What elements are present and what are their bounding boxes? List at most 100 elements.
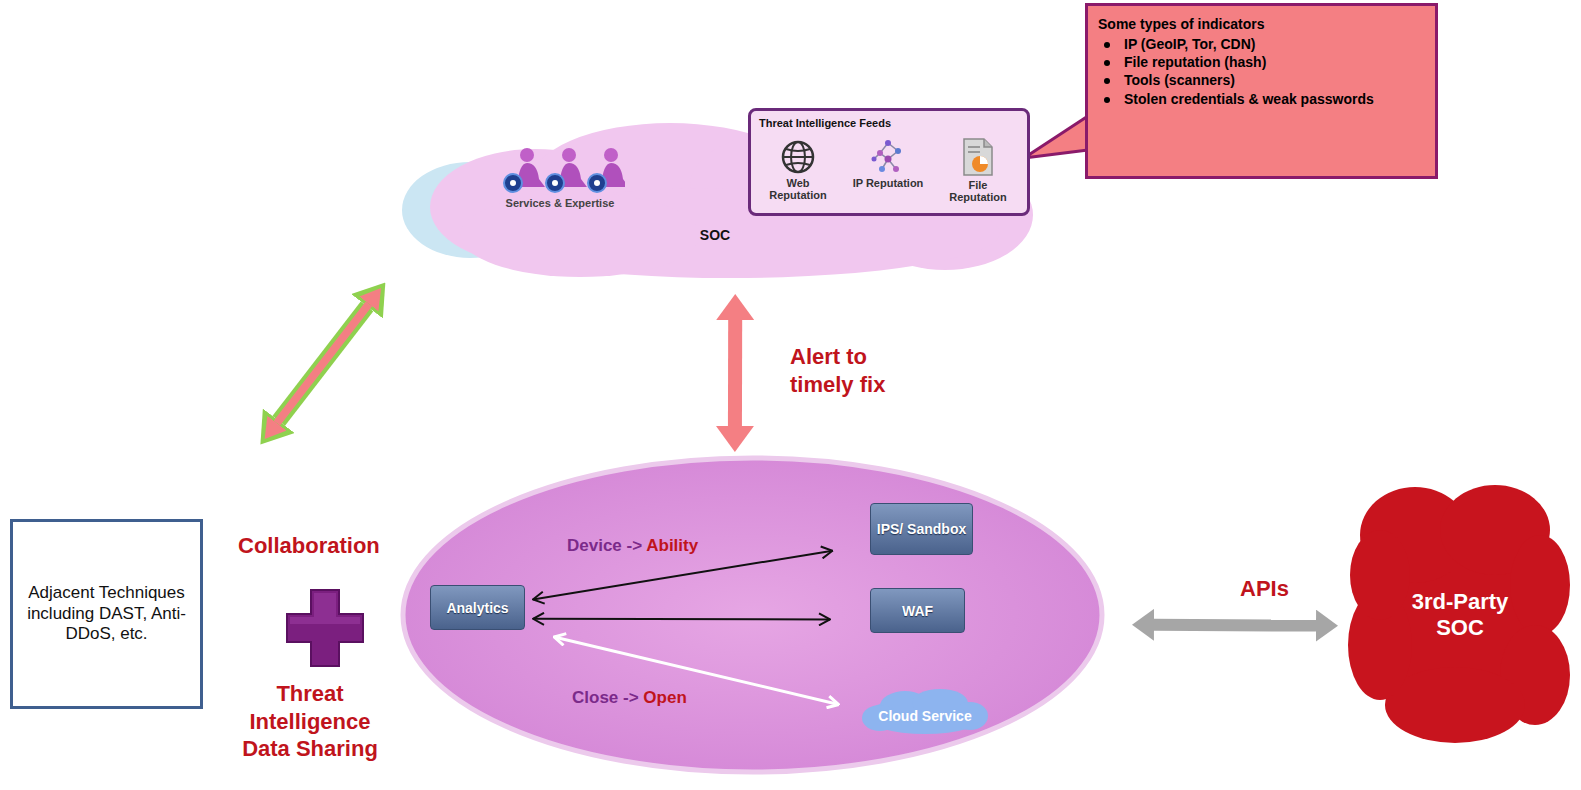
process-box: Adjacent Techniques including DAST, Anti…: [10, 519, 203, 709]
drawing-part: [968, 146, 980, 148]
collaboration-arrow: [277, 304, 369, 423]
icon: [870, 139, 906, 175]
drawing-part: [510, 180, 516, 186]
device-box: WAF: [870, 588, 965, 633]
node-text: Web Reputation: [761, 177, 835, 201]
node-content: IPS/ Sandbox: [871, 504, 972, 554]
label-part: Open: [643, 688, 686, 707]
node-text: Cloud Service: [878, 708, 971, 724]
connector-line: [277, 304, 369, 423]
connector-line: [533, 551, 833, 600]
node-text: Some types of indicators: [1098, 16, 1425, 32]
node-text: IP Reputation: [853, 177, 924, 189]
globe-icon: [780, 139, 816, 175]
network-icon: [870, 139, 906, 175]
connector-line: [728, 320, 742, 426]
label-part: Device ->: [567, 536, 646, 555]
node-text: Analytics: [446, 600, 508, 616]
node-text: WAF: [902, 603, 933, 619]
icon: [780, 139, 816, 175]
node-text: Services & Expertise: [506, 197, 615, 209]
node-text: File Reputation: [941, 179, 1015, 203]
drawing-part: [968, 151, 980, 153]
sharing-label: Threat Intelligence Data Sharing: [225, 680, 395, 763]
connector-line: [279, 306, 367, 421]
node-content: WAF: [871, 589, 964, 632]
node-content: Analytics: [431, 586, 524, 629]
feeds-panel: Threat Intelligence FeedsWeb Reputation I…: [748, 108, 1030, 216]
node-text: File reputation (hash): [1098, 53, 1425, 71]
drawing-part: [972, 156, 988, 172]
third-party-cloud: 3rd-Party SOC: [1345, 480, 1570, 745]
drawing-part: [874, 143, 898, 169]
node-content: 3rd-Party SOC: [1385, 540, 1535, 690]
edge-label: Alert to timely fix: [790, 343, 915, 398]
label-part: Close ->: [572, 688, 643, 707]
drawing-part: [885, 140, 891, 146]
drawing-part: [546, 174, 564, 192]
platform-ellipse: Analytics IPS/ SandboxWAF Cloud Service: [400, 455, 1105, 775]
icon: [495, 147, 625, 195]
edge-label: Close -> Open: [572, 688, 687, 708]
node-content: Adjacent Techniques including DAST, Anti…: [13, 522, 200, 706]
cloud-lobe: [1385, 667, 1525, 743]
icon: [960, 137, 996, 177]
cloud-lobe: [460, 193, 700, 277]
drawing-part: [980, 156, 988, 164]
drawing-part: [786, 149, 810, 165]
drawing-part: [562, 148, 576, 162]
region-ellipse: [403, 458, 1102, 772]
edge-label: Device -> Ability: [567, 536, 698, 556]
cloud-lobe: [1510, 535, 1570, 635]
services-group: Services & Expertise: [470, 143, 650, 228]
drawing-part: [552, 180, 558, 186]
connector-line: [1154, 619, 1316, 632]
feed-icon: File Reputation: [937, 133, 1019, 209]
node-text: SOC: [700, 227, 730, 243]
node-text: IPS/ Sandbox: [877, 521, 966, 537]
feed-icon: IP Reputation: [847, 135, 929, 209]
cloud-lobe: [1350, 530, 1410, 620]
connector-line: [533, 618, 830, 621]
drawing-part: [872, 157, 877, 162]
collaboration-label: Collaboration: [238, 532, 380, 560]
drawing-part: [783, 156, 813, 158]
drawing-part: [504, 174, 522, 192]
node-content: SOC: [680, 223, 750, 247]
device-arrow: [533, 551, 833, 600]
alert-arrow: [734, 320, 735, 426]
open-arrow: [554, 637, 838, 705]
drawing-part: [893, 166, 899, 172]
plus-symbol: [287, 590, 363, 666]
node-content: File Reputation: [937, 133, 1019, 209]
node-content: Services & Expertise: [470, 143, 650, 228]
node-text: Tools (scanners): [1098, 71, 1425, 89]
people-icon: [495, 147, 625, 195]
drawing-part: [885, 156, 892, 163]
api-arrow: [1154, 624, 1316, 626]
node-content: Web Reputation: [757, 135, 839, 209]
node-text: Threat Intelligence Feeds: [759, 117, 891, 129]
callout-box: Some types of indicatorsIP (GeoIP, Tor, …: [1085, 3, 1438, 179]
soc-cloud: SOC Services & Expertise Threat Intelligen…: [400, 115, 1035, 280]
node-content: Threat Intelligence Feeds: [757, 113, 1019, 133]
node-text: Stolen credentials & weak passwords: [1098, 90, 1425, 108]
drawing-part: [964, 139, 992, 175]
drawing-part: [984, 139, 992, 147]
drawing-part: [588, 174, 606, 192]
connector-line: [554, 637, 838, 705]
node-text: Adjacent Techniques including DAST, Anti…: [23, 583, 190, 644]
feed-icon: Web Reputation: [757, 135, 839, 209]
callout-tail: [1024, 116, 1088, 158]
node-content: IP Reputation: [847, 135, 929, 209]
drawing-part: [520, 148, 534, 162]
plus-highlight: [290, 593, 360, 624]
file-icon: [960, 137, 996, 177]
device-box: IPS/ Sandbox: [870, 503, 973, 555]
node-content: Cloud Service: [860, 696, 990, 736]
drawing-part: [783, 142, 813, 172]
node-content: Some types of indicatorsIP (GeoIP, Tor, …: [1088, 6, 1435, 176]
device-arrow: [533, 618, 830, 620]
drawing-part: [604, 148, 618, 162]
drawing-part: [877, 150, 883, 156]
